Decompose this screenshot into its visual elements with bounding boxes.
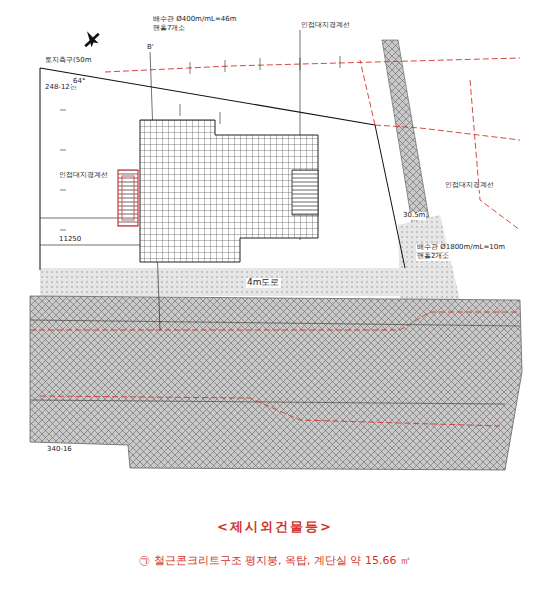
section-mark: B' [146, 44, 155, 52]
drain-note: 토지측구(50m [44, 57, 92, 65]
boundary-label: 인접대지경계선 [58, 172, 109, 180]
boundary-label: 인접대지경계선 [300, 22, 351, 30]
manhole-note: 맨홀7개소 [152, 25, 186, 33]
extra-building [122, 176, 134, 220]
pipe-note: 배수관 Ø1800m/mL=10m [416, 244, 506, 252]
building-footprint [140, 120, 318, 262]
drawing-caption: ㉠ 철근콘크리트구조 평지붕, 옥탑, 계단실 약 15.66 ㎡ [0, 553, 550, 568]
manhole-note: 맨홀2개소 [416, 253, 450, 261]
extra-building [118, 170, 138, 226]
lot-number: 340-16 [46, 446, 73, 454]
site-boundary [40, 68, 375, 125]
north-arrow [79, 27, 103, 50]
cadastral-line [30, 312, 520, 426]
road-band [40, 268, 430, 296]
main-road [30, 296, 522, 470]
angle: 64° [72, 78, 86, 86]
road-label: 4m도로 [246, 278, 281, 288]
site-boundary [40, 68, 41, 270]
side-area [398, 215, 460, 300]
pipe-note: 배수관 Ø400m/mL=46m [152, 16, 238, 24]
survey-ticks [60, 56, 340, 230]
site-boundary [375, 125, 405, 268]
stair-hatch [292, 170, 318, 215]
dimension: 11250 [58, 236, 82, 244]
road-edge [30, 320, 520, 404]
boundary-label: 인접대지경계선 [444, 182, 495, 190]
drawing-title: <제시외건물등> [0, 518, 550, 536]
dimension: 30.5m [402, 212, 426, 220]
